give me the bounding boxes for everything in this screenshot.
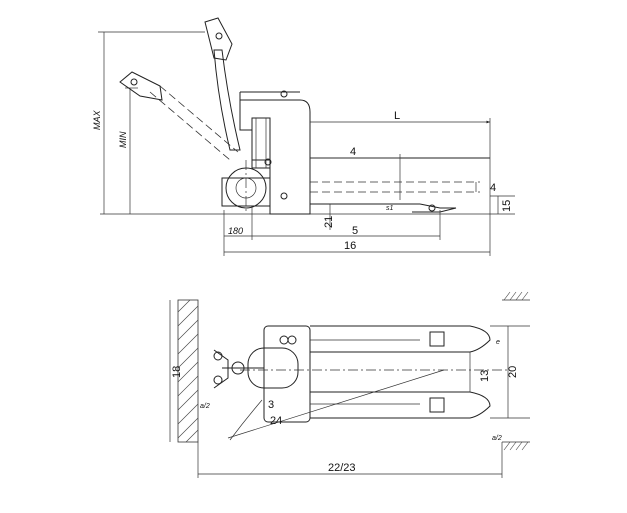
handle-tilted-dash-a xyxy=(149,91,231,161)
grip-knob-icon xyxy=(215,32,223,40)
dim-21-label: 21 xyxy=(323,216,335,228)
dim-16-label: 16 xyxy=(344,240,356,252)
s1-label: s1 xyxy=(386,205,394,212)
key-switch-icon xyxy=(280,90,288,98)
dim-e-label: e xyxy=(496,339,500,346)
L-label: L xyxy=(394,110,400,122)
wall-hatch xyxy=(177,299,199,443)
dim-13-label: 13 xyxy=(479,370,491,382)
grip-knob-tilted-icon xyxy=(130,78,138,86)
dim-20-label: 20 xyxy=(507,366,519,378)
load-roller-top xyxy=(429,331,445,347)
top-view: 18 13 20 e xyxy=(169,291,530,478)
handle-tilted-dash-b xyxy=(159,85,239,153)
dim-4-right-label: 4 xyxy=(490,182,496,194)
dim-3-label: 3 xyxy=(268,399,274,411)
dim-22-23-label: 22/23 xyxy=(328,462,356,474)
load-roller-bottom xyxy=(429,397,445,413)
pivot-bolt-icon xyxy=(280,192,288,200)
max-label: MAX xyxy=(92,110,102,131)
chassis-top xyxy=(263,325,311,423)
handle-grip-tilted xyxy=(119,71,163,101)
fork-upper xyxy=(310,325,491,353)
dim-180-label: 180 xyxy=(228,226,243,236)
dim-18-label: 18 xyxy=(171,366,183,378)
wall-left xyxy=(177,299,199,443)
a2-left-label: a/2 xyxy=(200,403,210,410)
side-view: MAX MIN L xyxy=(92,17,515,256)
dim-15-label: 15 xyxy=(501,200,513,212)
handle-upright xyxy=(213,49,241,151)
min-label: MIN xyxy=(118,131,128,148)
right-hatch-top xyxy=(503,291,529,301)
dim-4-top-label: 4 xyxy=(350,146,356,158)
dim-24-label: 24 xyxy=(270,415,282,427)
load-roller xyxy=(428,204,436,212)
handle-grip-upright xyxy=(204,17,233,61)
dim-5-label: 5 xyxy=(352,225,358,237)
hydraulic-cylinder xyxy=(251,117,271,169)
fork-tip xyxy=(412,203,457,213)
a2-right-label: a/2 xyxy=(492,435,502,442)
turning-line xyxy=(227,369,445,439)
fork-lower xyxy=(310,391,491,419)
right-hatch-bottom xyxy=(503,441,529,451)
